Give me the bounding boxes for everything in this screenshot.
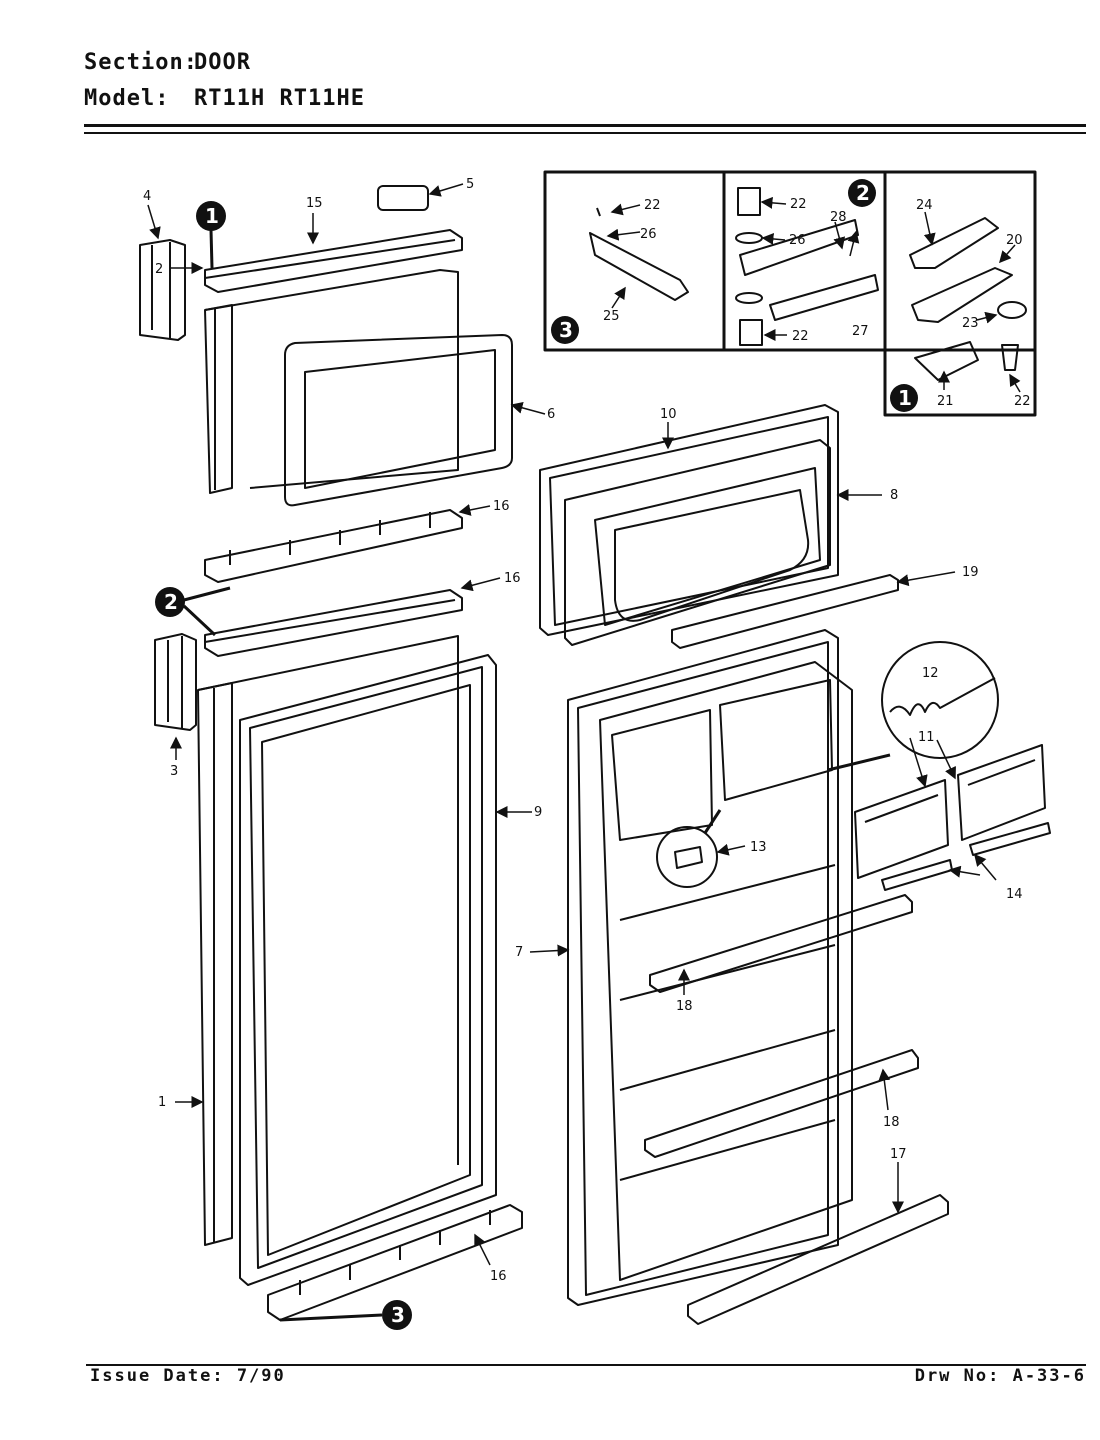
part-5-badge xyxy=(377,185,429,211)
part-8-freezer-liner xyxy=(564,439,831,646)
model-header: Model: RT11H RT11HE xyxy=(84,86,365,111)
callout-1-inset: 1 xyxy=(890,384,918,412)
callout-2-inset: 2 xyxy=(848,179,876,207)
label-4: 4 xyxy=(143,189,151,204)
label-3: 3 xyxy=(170,764,178,779)
part-13-detail-circle xyxy=(656,809,722,888)
label-26-inset2: 26 xyxy=(789,233,806,248)
label-1: 1 xyxy=(158,1095,166,1110)
label-10: 10 xyxy=(660,407,677,422)
label-20: 20 xyxy=(1006,233,1023,248)
part-6-freezer-panel xyxy=(284,334,513,507)
part-17-door-bar xyxy=(687,1194,949,1325)
label-21: 21 xyxy=(937,394,954,409)
callout-2-main: 2 xyxy=(155,586,231,637)
model-label: Model: xyxy=(84,86,170,111)
label-17: 17 xyxy=(890,1147,907,1162)
section-label: Section: xyxy=(84,50,198,75)
part-11-dairy-door-right xyxy=(957,744,1046,841)
label-26-inset3: 26 xyxy=(640,227,657,242)
part-11-dairy-door-left xyxy=(854,779,949,879)
label-27: 27 xyxy=(852,324,869,339)
label-18-upper: 18 xyxy=(676,999,693,1014)
label-25: 25 xyxy=(603,309,620,324)
section-value: DOOR xyxy=(194,50,251,75)
svg-text:2: 2 xyxy=(856,181,870,205)
label-19: 19 xyxy=(962,565,979,580)
svg-text:1: 1 xyxy=(205,204,219,228)
hinge-detail-inset xyxy=(543,170,1037,417)
svg-text:3: 3 xyxy=(391,1303,405,1327)
svg-text:1: 1 xyxy=(898,386,912,410)
detail-callouts: 1 2 3 1 2 3 xyxy=(155,179,918,1330)
part-19-shelf-rail xyxy=(671,574,899,649)
issue-date: Issue Date: 7/90 xyxy=(90,1366,286,1386)
part-12-detail-circle xyxy=(827,641,999,772)
label-16-lower: 16 xyxy=(490,1269,507,1284)
part-3-hinge-cover xyxy=(154,633,197,731)
label-22-inset2-top: 22 xyxy=(790,197,807,212)
header-rule-bottom xyxy=(84,132,1086,134)
label-9: 9 xyxy=(534,805,542,820)
part-16-freezer-bottom-trim xyxy=(204,509,463,583)
label-14: 14 xyxy=(1006,887,1023,902)
footer-rule xyxy=(86,1364,1086,1366)
callout-3-main: 3 xyxy=(279,1300,412,1330)
part-number-labels: 5 15 4 2 6 16 16 3 9 1 16 10 8 19 13 7 1… xyxy=(143,177,1031,1284)
label-13: 13 xyxy=(750,840,767,855)
drawing-number: Drw No: A-33-6 xyxy=(914,1366,1086,1386)
svg-text:2: 2 xyxy=(164,590,178,614)
label-18-lower: 18 xyxy=(883,1115,900,1130)
label-8: 8 xyxy=(890,488,898,503)
part-18-door-shelf-lower xyxy=(644,1049,919,1158)
part-9-fresh-door-panel xyxy=(239,654,497,1286)
part-14-strip-right xyxy=(969,822,1051,856)
label-22-inset1: 22 xyxy=(1014,394,1031,409)
part-15-top-trim xyxy=(204,229,463,293)
callout-3-inset: 3 xyxy=(551,316,579,344)
label-24: 24 xyxy=(916,198,933,213)
label-7: 7 xyxy=(515,945,523,960)
label-2: 2 xyxy=(155,262,163,277)
part-16-fresh-bottom-trim xyxy=(267,1204,523,1321)
label-6: 6 xyxy=(547,407,555,422)
label-16-mid: 16 xyxy=(504,571,521,586)
part-16-fresh-top-trim xyxy=(204,589,463,657)
label-15: 15 xyxy=(306,196,323,211)
label-28: 28 xyxy=(830,210,847,225)
header-rule-top xyxy=(84,124,1086,127)
label-16-upper: 16 xyxy=(493,499,510,514)
label-22-inset2-bottom: 22 xyxy=(792,329,809,344)
label-22-inset3: 22 xyxy=(644,198,661,213)
callout-1-main: 1 xyxy=(196,201,226,269)
part-4-hinge-cover xyxy=(139,239,186,341)
part-10-freezer-gasket xyxy=(539,404,839,636)
label-5: 5 xyxy=(466,177,474,192)
label-11: 11 xyxy=(918,730,935,745)
section-header: Section:DOOR xyxy=(84,50,251,75)
part-18-door-shelf-upper xyxy=(649,894,913,993)
part-2-freezer-door-side xyxy=(204,269,459,494)
label-23: 23 xyxy=(962,316,979,331)
label-12: 12 xyxy=(922,666,939,681)
part-1-fresh-door-side xyxy=(197,635,459,1246)
part-7-fresh-liner xyxy=(567,629,853,1306)
svg-text:3: 3 xyxy=(559,318,573,342)
model-value: RT11H RT11HE xyxy=(194,86,365,111)
